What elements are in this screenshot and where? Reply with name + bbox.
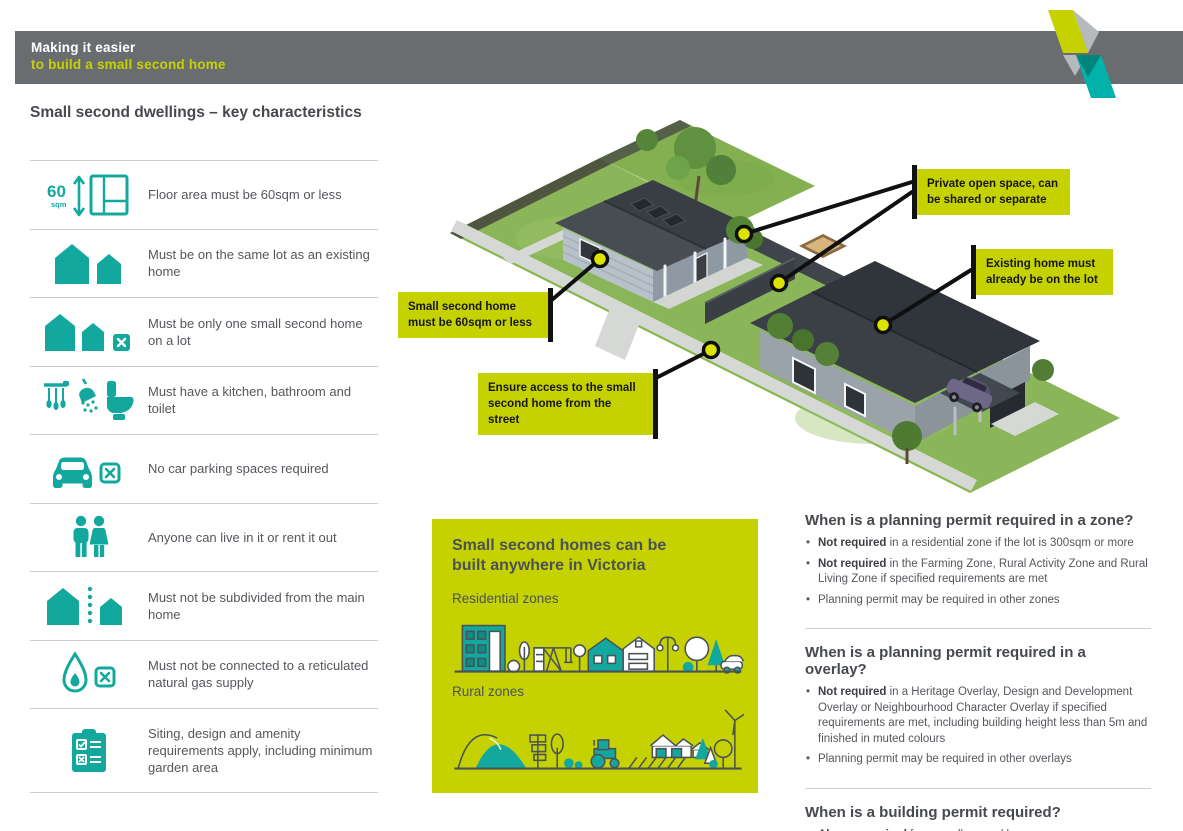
list-item-text: No car parking spaces required xyxy=(148,461,329,477)
siting-design-icon xyxy=(30,725,148,775)
rural-zones-illustration xyxy=(454,709,744,770)
page-title: Small second dwellings – key characteris… xyxy=(30,104,362,121)
list-item: Must not be connected to a reticulated n… xyxy=(30,639,378,709)
bullet: Not required in a Heritage Overlay, Desi… xyxy=(805,685,1151,747)
characteristics-list: 60 sqm Floor area must be 60sqm or less xyxy=(30,160,378,793)
header-subtitle: to build a small second home xyxy=(31,57,226,72)
no-gas-icon xyxy=(30,649,148,699)
lot-illustration xyxy=(395,118,1130,503)
callout-small-second-home: Small second home must be 60sqm or less xyxy=(398,287,553,343)
callout-existing-home: Existing home must already be on the lot xyxy=(971,244,1113,300)
bullet: Planning permit may be required in other… xyxy=(805,593,1151,609)
bullet: Not required in a residential zone if th… xyxy=(805,536,1151,552)
section-heading: When is a planning permit required in a … xyxy=(805,512,1134,529)
permit-section-building: When is a building permit required? Alwa… xyxy=(805,804,1151,831)
callout-private-open-space: Private open space, can be shared or sep… xyxy=(912,164,1070,220)
svg-text:sqm: sqm xyxy=(51,200,67,209)
svg-text:60: 60 xyxy=(47,182,66,201)
bullet: Planning permit may be required in other… xyxy=(805,752,1151,768)
one-small-home-icon xyxy=(30,307,148,357)
header-bar: Making it easier to build a small second… xyxy=(15,31,1183,84)
zones-panel: Small second homes can be built anywhere… xyxy=(432,519,758,793)
list-item: Anyone can live in it or rent it out xyxy=(30,502,378,572)
permit-section-overlay: When is a planning permit required in a … xyxy=(805,644,1151,789)
list-item: Must be on the same lot as an existing h… xyxy=(30,228,378,298)
bullet: Always required for a small second home xyxy=(805,828,1151,831)
bullet-list: Not required in a Heritage Overlay, Desi… xyxy=(805,685,1151,768)
no-car-parking-icon xyxy=(30,444,148,494)
section-heading: When is a planning permit required in a … xyxy=(805,644,1086,679)
kitchen-bathroom-toilet-icon xyxy=(30,375,148,425)
bullet-list: Always required for a small second home xyxy=(805,828,1151,831)
list-item: No car parking spaces required xyxy=(30,434,378,503)
same-lot-icon xyxy=(30,238,148,288)
list-item-text: Must not be subdivided from the main hom… xyxy=(148,589,365,622)
callout-lines xyxy=(545,180,973,382)
list-item-text: Must have a kitchen, bathroom and toilet xyxy=(148,384,352,417)
list-item: 60 sqm Floor area must be 60sqm or less xyxy=(30,160,378,229)
list-item-text: Must be only one small second home on a … xyxy=(148,315,363,348)
residential-zones-label: Residential zones xyxy=(452,590,559,606)
floor-area-icon: 60 sqm xyxy=(30,170,148,220)
callout-street-access: Ensure access to the small second home f… xyxy=(478,368,658,440)
zones-panel-title: Small second homes can be built anywhere… xyxy=(452,537,667,575)
list-item: Must have a kitchen, bathroom and toilet xyxy=(30,365,378,435)
residential-zones-illustration xyxy=(454,624,744,674)
small-second-home xyxy=(555,180,763,309)
permits-column: When is a planning permit required in a … xyxy=(805,512,1151,831)
list-item: Siting, design and amenity requirements … xyxy=(30,708,378,793)
list-item: Must not be subdivided from the main hom… xyxy=(30,571,378,640)
bullet-list: Not required in a residential zone if th… xyxy=(805,536,1151,608)
permit-section-zone: When is a planning permit required in a … xyxy=(805,512,1151,630)
callout-markers xyxy=(590,224,893,360)
list-item-text: Must not be connected to a reticulated n… xyxy=(148,658,369,691)
list-item: Must be only one small second home on a … xyxy=(30,297,378,366)
section-heading: When is a building permit required? xyxy=(805,803,1061,821)
bullet: Not required in the Farming Zone, Rural … xyxy=(805,557,1151,588)
not-subdivided-icon xyxy=(30,581,148,631)
list-item-text: Floor area must be 60sqm or less xyxy=(148,187,342,203)
anyone-can-live-icon xyxy=(30,512,148,562)
logo-mark-icon xyxy=(1048,10,1116,98)
car xyxy=(946,377,993,413)
victoria-government-logo xyxy=(1038,8,1130,105)
list-item-text: Siting, design and amenity requirements … xyxy=(148,725,373,775)
rural-zones-label: Rural zones xyxy=(452,683,525,699)
lot-scene xyxy=(450,120,1120,493)
list-item-text: Must be on the same lot as an existing h… xyxy=(148,247,370,280)
header-title: Making it easier xyxy=(31,40,136,55)
list-item-text: Anyone can live in it or rent it out xyxy=(148,529,337,545)
